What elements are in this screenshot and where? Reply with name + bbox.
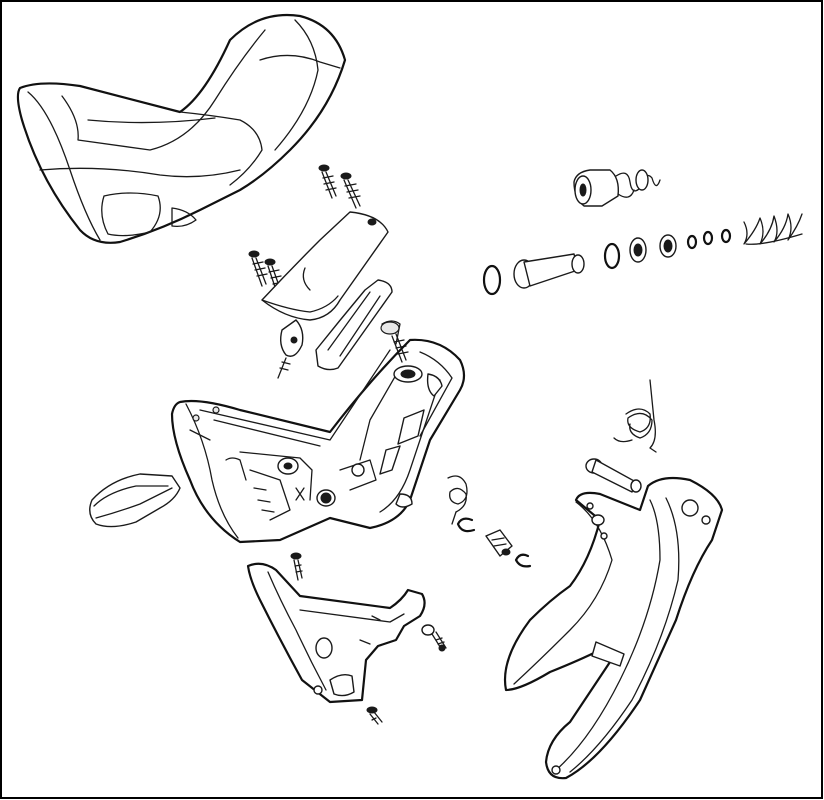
screw-mid-left-b [264,258,284,297]
e-clip-lower [514,553,532,568]
lower-cover-plate [246,562,426,704]
screw-loose-bottom [366,706,383,725]
handlebar-clamp-band [89,473,181,528]
screw-lower-cover-top [290,552,303,581]
e-clip-upper [456,517,476,533]
piston-spring-top [573,169,661,207]
screw-upper-left [318,164,337,199]
lever-pivot-pin [585,458,642,493]
screw-upper-right [340,172,361,209]
lever-return-spring [613,379,657,453]
bracket-arm [315,279,409,371]
torsion-spring-small [447,475,468,525]
pivot-bolt-small [485,529,513,557]
clamp-plate [261,211,389,379]
main-body [170,338,466,544]
screw-lower-cover-right [421,624,447,652]
hood-cover [16,14,347,244]
piston-row [482,213,803,296]
brake-lever-blade [504,476,724,780]
screw-mid-left-a [248,250,268,287]
